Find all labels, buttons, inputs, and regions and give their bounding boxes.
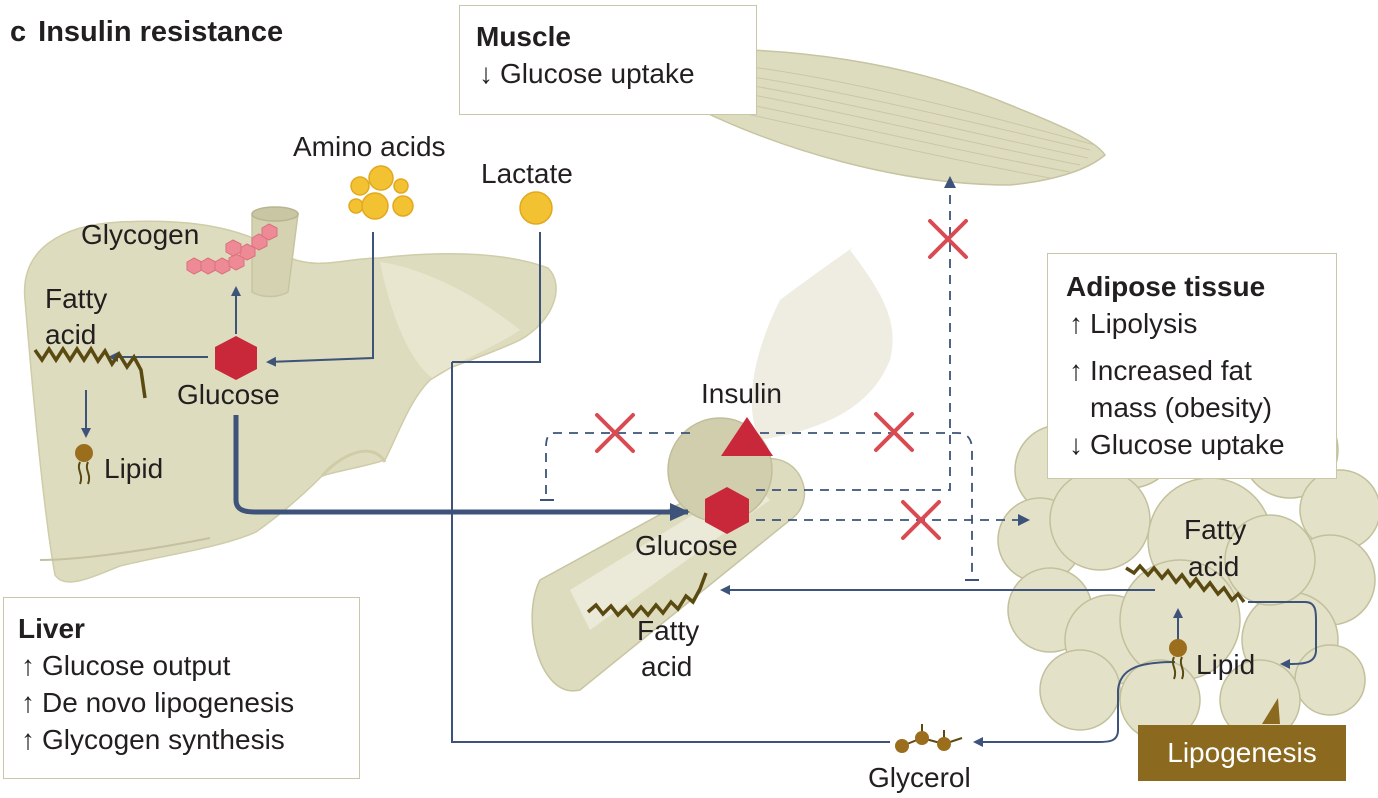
fatty-acid-vessel-label-2: acid: [641, 651, 693, 682]
up-arrow-icon: ↑: [1069, 355, 1083, 386]
liver-box-title: Liver: [18, 613, 85, 644]
fatty-acid-liver-icon: [33, 345, 147, 399]
liver-box-item: ↑De novo lipogenesis: [18, 684, 359, 721]
liver-box-item: ↑Glucose output: [18, 647, 359, 684]
adipose-box-title: Adipose tissue: [1066, 271, 1266, 302]
glucose-vessel-label: Glucose: [635, 530, 738, 561]
glucose-output-arrow: [233, 415, 690, 521]
adipose-box-item: ↑Lipolysis: [1066, 305, 1336, 342]
glycogen-icon: [186, 223, 278, 275]
blocked-x-adipose-uptake: [901, 500, 941, 540]
fatty-acid-vessel-icon: [586, 572, 708, 619]
lactate-label: Lactate: [481, 158, 573, 189]
muscle-box-title: Muscle: [476, 21, 571, 52]
panel-title: c Insulin resistance: [10, 18, 283, 47]
panel-letter: c: [10, 16, 27, 48]
fatty-acid-adipose-icon: [1125, 563, 1246, 604]
fatty-acid-adipose-label: Fatty: [1184, 514, 1247, 545]
down-arrow-icon: ↓: [479, 58, 493, 89]
glycerol-icon: [895, 724, 963, 753]
blocked-x-liver: [595, 413, 635, 453]
amino-acids-icon: [348, 165, 414, 220]
glycerol-label: Glycerol: [868, 762, 971, 793]
adipose-box-item: ↑Increased fat: [1066, 352, 1336, 389]
adipose-box: Adipose tissue ↑Lipolysis ↑Increased fat…: [1047, 253, 1337, 479]
liver-box: Liver ↑Glucose output ↑De novo lipogenes…: [3, 597, 360, 779]
insulin-signal-lines: [545, 185, 1022, 578]
down-arrow-icon: ↓: [1069, 429, 1083, 460]
blocked-x-adipose-lipolysis: [874, 412, 914, 452]
fatty-acid-vessel-label: Fatty: [637, 615, 700, 646]
lipid-adipose-icon: [1169, 639, 1187, 680]
adipose-box-item: ↓Glucose uptake: [1066, 426, 1336, 463]
lipid-liver-icon: [75, 444, 93, 485]
glycogen-label: Glycogen: [81, 219, 200, 250]
lactate-icon: [519, 191, 553, 225]
fatty-acid-liver-label: Fatty: [45, 283, 108, 314]
up-arrow-icon: ↑: [21, 650, 35, 681]
blocked-markers: [595, 219, 968, 540]
fatty-acid-liver-label-2: acid: [45, 319, 97, 350]
muscle-box-item: ↓Glucose uptake: [476, 55, 756, 92]
liver-illustration: [23, 206, 557, 583]
pathway-arrows: [81, 232, 1317, 747]
amino-acids-label: Amino acids: [293, 131, 446, 162]
up-arrow-icon: ↑: [21, 687, 35, 718]
insulin-label: Insulin: [701, 378, 782, 409]
glucose-vessel-icon: [705, 487, 749, 534]
panel-title-text: Insulin resistance: [38, 16, 284, 48]
up-arrow-icon: ↑: [1069, 308, 1083, 339]
up-arrow-icon: ↑: [21, 724, 35, 755]
adipose-box-item: mass (obesity): [1090, 392, 1273, 423]
fatty-acid-adipose-label-2: acid: [1188, 551, 1240, 582]
muscle-box: Muscle ↓Glucose uptake: [459, 5, 757, 115]
lipid-liver-label: Lipid: [104, 453, 164, 484]
blocked-x-muscle: [928, 219, 968, 259]
lipogenesis-badge: Lipogenesis: [1138, 725, 1346, 781]
liver-box-item: ↑Glycogen synthesis: [18, 721, 359, 758]
glucose-liver-label: Glucose: [177, 379, 280, 410]
lipid-adipose-label: Lipid: [1196, 649, 1256, 680]
insulin-icon: [721, 417, 773, 456]
pancreas-illustration: [751, 246, 893, 440]
glucose-liver-icon: [215, 336, 257, 380]
